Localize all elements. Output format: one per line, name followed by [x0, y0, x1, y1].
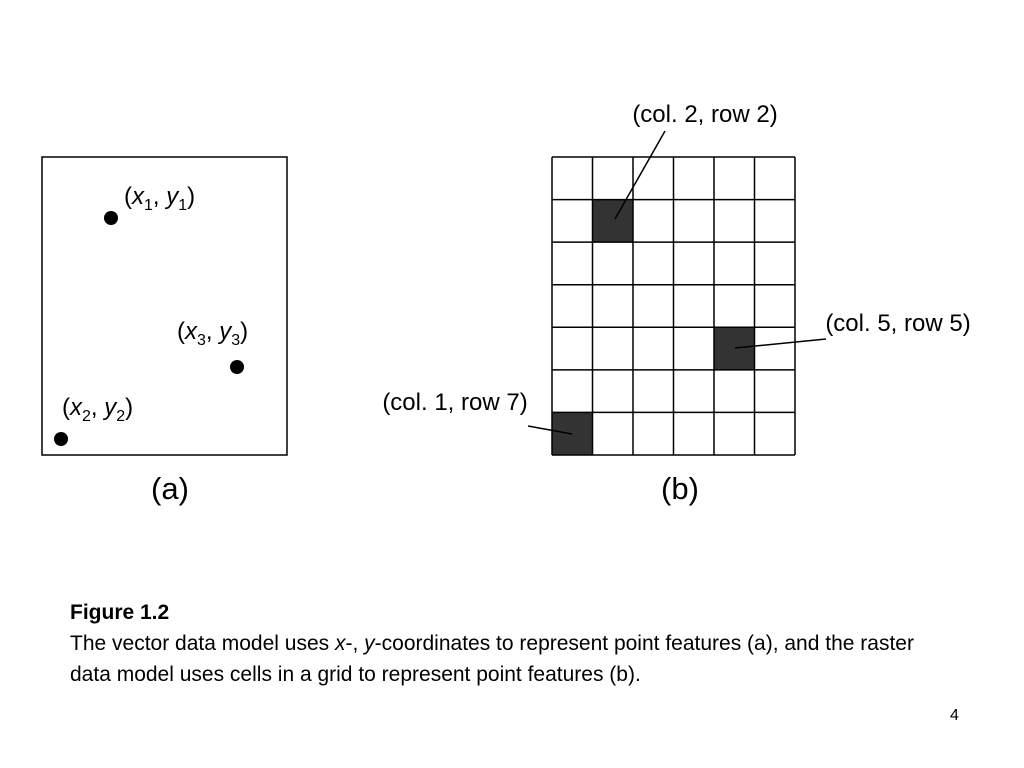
filled-cell-col2-row2	[592, 199, 633, 243]
cell-label-col5-row5: (col. 5, row 5)	[825, 310, 970, 337]
raster-panel: (col. 2, row 2) (col. 5, row 5) (col. 1,…	[382, 101, 970, 506]
panel-a-label: (a)	[151, 471, 189, 506]
caption-y-var: y	[364, 632, 375, 655]
vector-frame	[41, 156, 288, 456]
figure-caption: Figure 1.2 The vector data model uses x-…	[70, 597, 930, 690]
caption-body: The vector data model uses x-, y-coordin…	[70, 632, 914, 686]
point-1	[104, 211, 118, 225]
raster-cells	[552, 199, 755, 455]
point-1-label: (x1, y1)	[124, 183, 195, 214]
cell-label-col1-row7: (col. 1, row 7)	[382, 389, 527, 416]
filled-cell-col1-row7	[552, 412, 593, 455]
cell-label-col2-row2: (col. 2, row 2)	[632, 101, 777, 128]
caption-text-end: -coordinates to represent point features…	[70, 632, 914, 686]
page-number: 4	[950, 707, 959, 724]
caption-text-start: The vector data model uses	[70, 632, 335, 655]
caption-separator: -,	[345, 632, 365, 655]
leader-line-col1-row7	[527, 425, 573, 435]
vector-panel: (x1, y1) (x3, y3) (x2, y2) (a)	[41, 156, 288, 506]
filled-cell-col5-row5	[714, 327, 755, 370]
raster-grid	[551, 156, 796, 456]
panel-b-label: (b)	[661, 471, 699, 506]
caption-x-var: x	[334, 632, 346, 655]
figure-diagram: (x1, y1) (x3, y3) (x2, y2) (a) (col. 2, …	[41, 101, 971, 506]
leader-line-col2-row2	[614, 130, 666, 220]
point-2-label: (x2, y2)	[62, 394, 133, 425]
point-3	[230, 360, 244, 374]
leader-line-col5-row5	[734, 338, 827, 349]
point-2	[54, 432, 68, 446]
point-3-label: (x3, y3)	[177, 318, 248, 349]
caption-title: Figure 1.2	[70, 601, 170, 624]
